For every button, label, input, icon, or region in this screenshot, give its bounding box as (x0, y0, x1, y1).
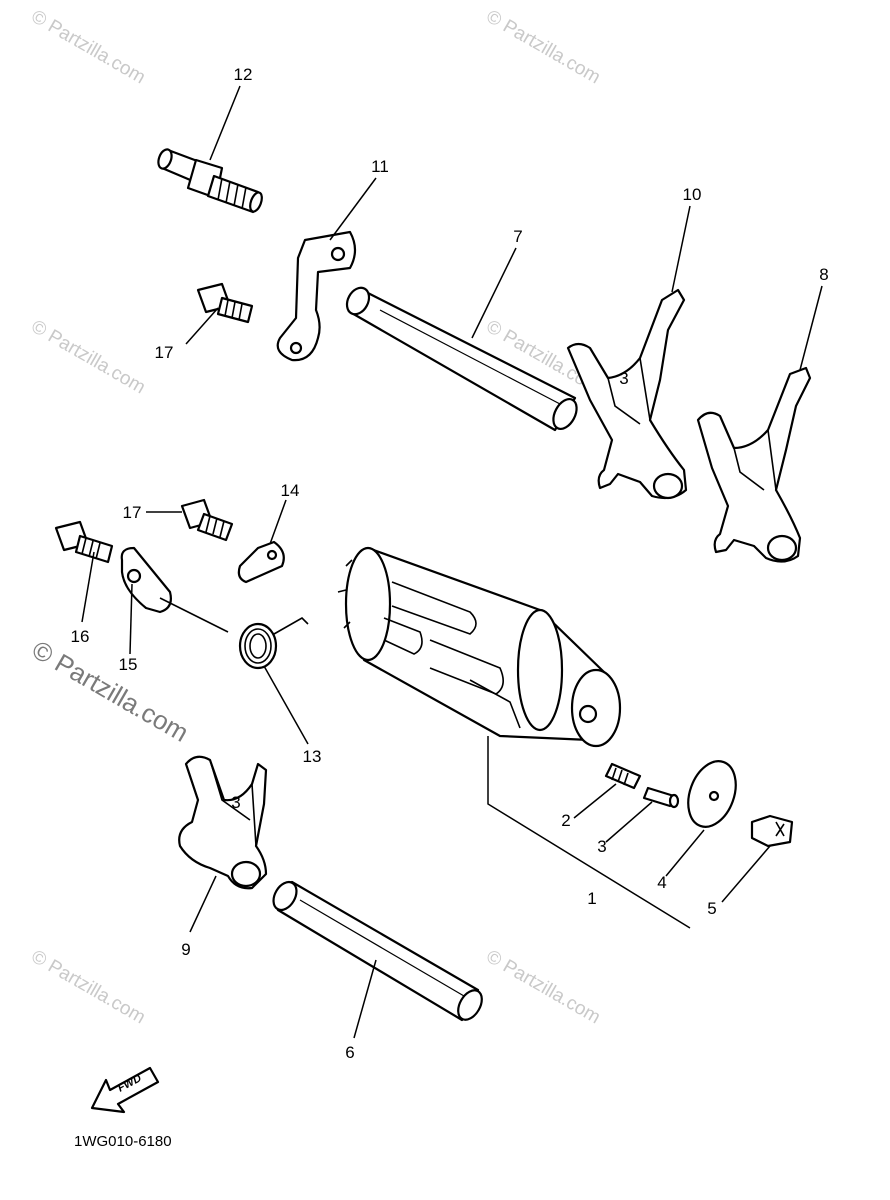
part-3-pin (642, 786, 680, 809)
part-14-plate (237, 540, 285, 584)
part-13-spring (159, 597, 309, 670)
callout-16: 16 (71, 627, 90, 646)
part-15-lever (120, 546, 172, 614)
callout-8: 8 (819, 265, 828, 284)
part-6-shaft (272, 880, 483, 1022)
callout-17-middle: 17 (123, 503, 142, 522)
callout-11: 11 (371, 157, 389, 176)
part-2-pin (604, 762, 642, 790)
leader-lines (81, 85, 823, 1039)
part-8-shift-fork (696, 366, 812, 563)
watermark: © Partzilla.com (28, 946, 149, 1028)
callout-12: 12 (234, 65, 253, 84)
part-4-washer (687, 760, 737, 828)
part-10-shift-fork: 3 (566, 288, 688, 500)
part-1-shift-drum (337, 546, 622, 748)
callout-17-upper: 17 (155, 343, 174, 362)
callout-7: 7 (513, 227, 522, 246)
callout-5: 5 (707, 899, 716, 918)
watermark: © Partzilla.com (28, 316, 149, 398)
drawing-code: 1WG010-6180 (74, 1133, 172, 1150)
callout-1: 1 (587, 889, 596, 908)
part-5-screw (750, 814, 794, 848)
fwd-arrow-icon: FWD (90, 1066, 160, 1114)
part-11-plate (276, 230, 357, 362)
callout-9: 9 (181, 940, 190, 959)
callout-4: 4 (657, 873, 666, 892)
callout-15: 15 (119, 655, 138, 674)
watermark: © Partzilla.com (27, 634, 194, 748)
watermark: © Partzilla.com (483, 946, 604, 1028)
part-16-bolt (54, 520, 114, 564)
part-17-bolt-upper (196, 282, 254, 324)
part-9-shift-fork: 3 (178, 755, 268, 890)
watermarks: © Partzilla.com © Partzilla.com © Partzi… (27, 6, 604, 1028)
watermark: © Partzilla.com (483, 6, 604, 88)
part-7-shaft (345, 286, 578, 432)
svg-text:3: 3 (231, 793, 240, 812)
callout-6: 6 (345, 1043, 354, 1062)
watermark: © Partzilla.com (28, 6, 149, 88)
callout-labels: 12 11 10 7 8 17 14 17 16 15 13 2 3 4 1 5… (71, 65, 829, 1062)
svg-text:3: 3 (619, 369, 628, 388)
callout-3: 3 (597, 837, 606, 856)
part-17-bolt-middle (180, 498, 234, 542)
callout-14: 14 (281, 481, 300, 500)
callout-10: 10 (683, 185, 702, 204)
callout-13: 13 (303, 747, 322, 766)
part-12-pin (157, 148, 263, 214)
callout-2: 2 (561, 811, 570, 830)
